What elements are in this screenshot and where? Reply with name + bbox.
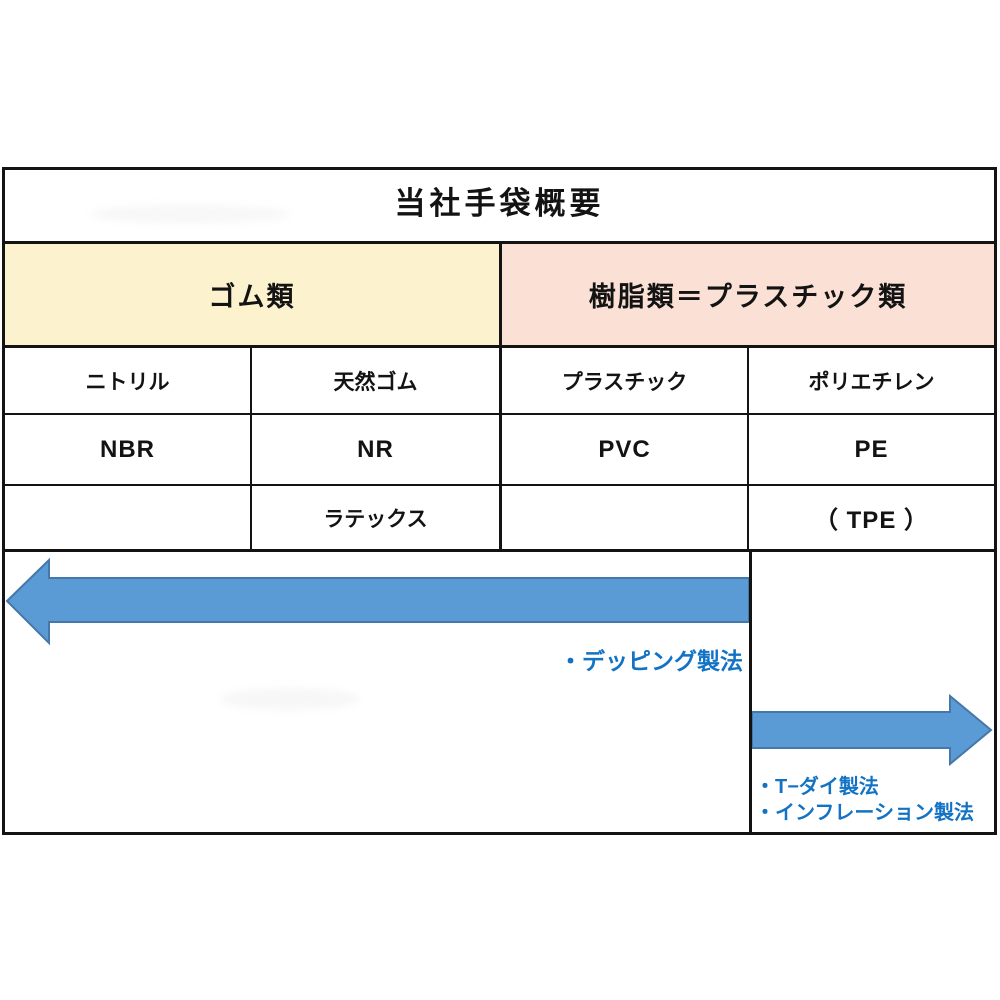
material-name-row: ニトリル 天然ゴム プラスチック ポリエチレン <box>5 348 994 415</box>
cell-empty-1 <box>5 486 252 549</box>
cell-plastic: プラスチック <box>502 348 749 413</box>
overview-table: 当社手袋概要 ゴム類 樹脂類＝プラスチック類 ニトリル 天然ゴム プラスチック … <box>2 167 997 835</box>
category-plastic: 樹脂類＝プラスチック類 <box>502 244 994 345</box>
category-rubber: ゴム類 <box>5 244 502 345</box>
cell-pe: PE <box>854 435 889 463</box>
cell-polyethylene: ポリエチレン <box>808 370 935 394</box>
cell-nitrile: ニトリル <box>5 348 252 413</box>
page-title: 当社手袋概要 <box>5 170 994 244</box>
cell-nbr: NBR <box>5 415 252 484</box>
cell-nr: NR <box>252 415 502 484</box>
dipping-process-pane: ・デッピング製法 <box>5 552 752 832</box>
dipping-process-label: ・デッピング製法 <box>559 648 743 674</box>
scan-smudge-bottom <box>220 688 360 710</box>
cell-natural-rubber: 天然ゴム <box>252 348 502 413</box>
scan-smudge-top <box>90 205 290 223</box>
cell-pvc: PVC <box>502 415 749 484</box>
process-row: ・デッピング製法 ・T−ダイ製法 ・インフレーション製法 <box>5 552 994 832</box>
dipping-arrow-left-icon <box>5 558 749 646</box>
cell-tpe: （ TPE ） <box>813 507 929 534</box>
cell-latex: ラテックス <box>252 486 502 549</box>
category-row: ゴム類 樹脂類＝プラスチック類 <box>5 244 994 348</box>
tdie-process-label: ・T−ダイ製法 <box>755 776 879 798</box>
material-extra-row: ラテックス （ TPE ） <box>5 486 994 552</box>
extrusion-arrow-right-icon <box>752 694 993 766</box>
inflation-process-label: ・インフレーション製法 <box>755 802 974 824</box>
material-code-row: NBR NR PVC PE <box>5 415 994 486</box>
cell-empty-2 <box>502 486 749 549</box>
extrusion-process-pane: ・T−ダイ製法 ・インフレーション製法 <box>752 552 994 832</box>
extrusion-process-labels: ・T−ダイ製法 ・インフレーション製法 <box>755 774 974 826</box>
